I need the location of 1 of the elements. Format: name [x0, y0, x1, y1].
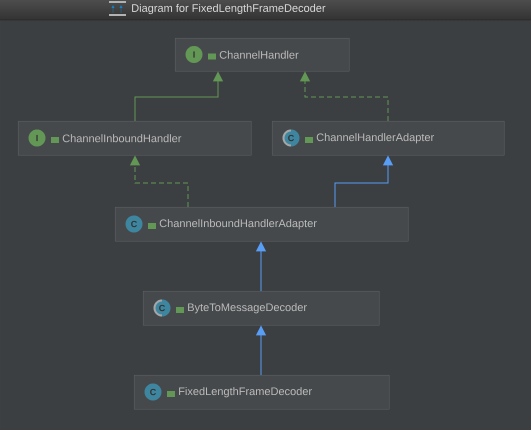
- title: Diagram for FixedLengthFrameDecoder: [132, 4, 326, 14]
